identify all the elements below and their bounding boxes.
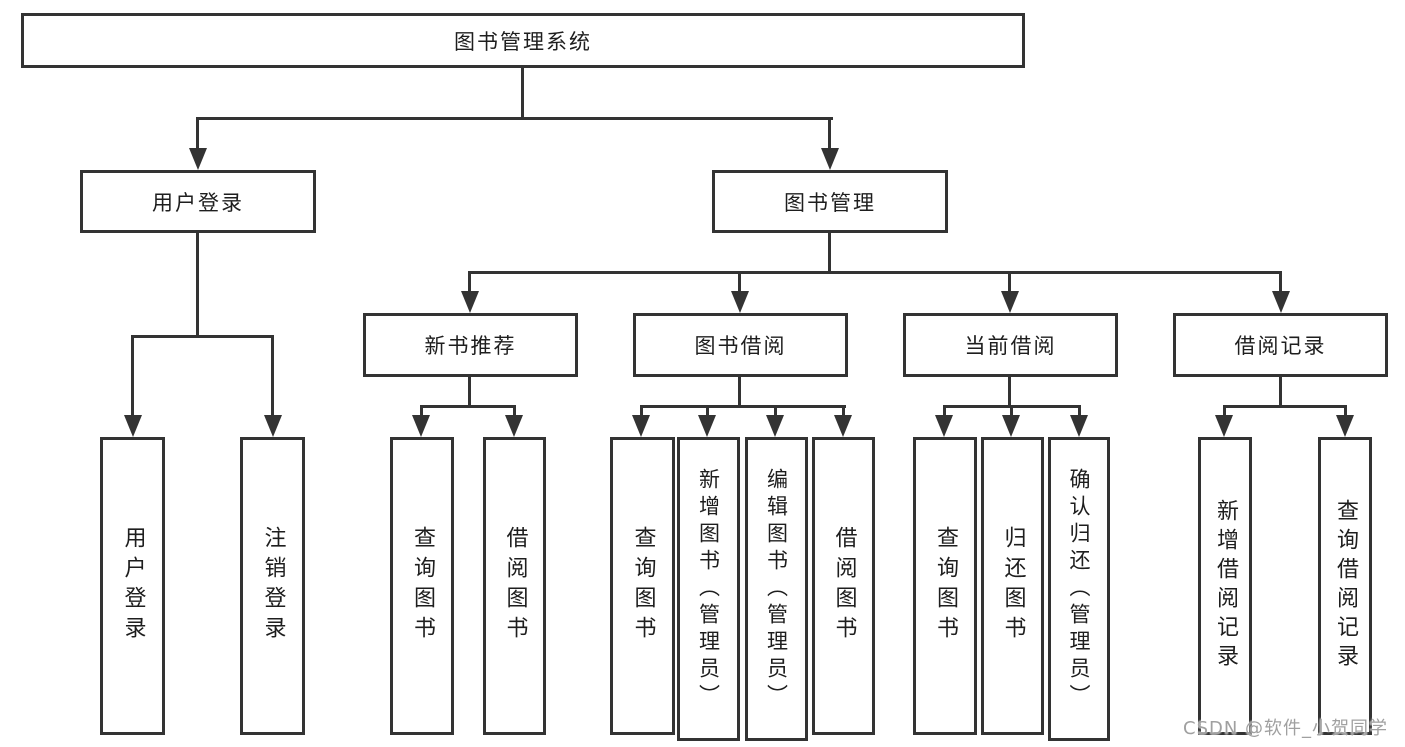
connector-line bbox=[828, 117, 831, 151]
arrow-down-icon bbox=[1215, 415, 1233, 437]
node-library-system: 图书管理系统 bbox=[21, 13, 1025, 68]
arrow-down-icon bbox=[821, 148, 839, 170]
arrow-down-icon bbox=[935, 415, 953, 437]
leaf-query-books-borrow: 查询图书 bbox=[610, 437, 675, 735]
connector-line bbox=[1279, 271, 1282, 293]
connector-line bbox=[271, 335, 274, 417]
leaf-return-books: 归还图书 bbox=[981, 437, 1044, 735]
arrow-down-icon bbox=[264, 415, 282, 437]
arrow-down-icon bbox=[1002, 415, 1020, 437]
connector-line bbox=[1279, 377, 1282, 408]
connector-line bbox=[1344, 405, 1347, 417]
connector-line bbox=[943, 405, 946, 417]
connector-line bbox=[131, 335, 134, 417]
connector-line bbox=[1008, 271, 1011, 293]
connector-line bbox=[420, 405, 516, 408]
leaf-query-books-recommend: 查询图书 bbox=[390, 437, 454, 735]
arrow-down-icon bbox=[1272, 291, 1290, 313]
leaf-borrow-books-recommend: 借阅图书 bbox=[483, 437, 546, 735]
arrow-down-icon bbox=[731, 291, 749, 313]
arrow-down-icon bbox=[1336, 415, 1354, 437]
arrow-down-icon bbox=[1070, 415, 1088, 437]
connector-line bbox=[420, 405, 423, 417]
arrow-down-icon bbox=[766, 415, 784, 437]
connector-line bbox=[1010, 405, 1013, 417]
arrow-down-icon bbox=[461, 291, 479, 313]
connector-line bbox=[468, 271, 1282, 274]
node-new-book-recommend: 新书推荐 bbox=[363, 313, 578, 377]
connector-line bbox=[1078, 405, 1081, 417]
connector-line bbox=[468, 271, 471, 293]
leaf-borrow-books: 借阅图书 bbox=[812, 437, 875, 735]
connector-line bbox=[640, 405, 643, 417]
connector-line bbox=[1223, 405, 1226, 417]
leaf-add-borrow-record: 新增借阅记录 bbox=[1198, 437, 1252, 735]
leaf-confirm-return-admin: 确认归还（管理员） bbox=[1048, 437, 1110, 741]
connector-line bbox=[513, 405, 516, 417]
arrow-down-icon bbox=[632, 415, 650, 437]
arrow-down-icon bbox=[698, 415, 716, 437]
connector-line bbox=[842, 405, 845, 417]
connector-line bbox=[828, 233, 831, 274]
leaf-query-borrow-record: 查询借阅记录 bbox=[1318, 437, 1372, 735]
arrow-down-icon bbox=[189, 148, 207, 170]
node-book-management: 图书管理 bbox=[712, 170, 948, 233]
connector-line bbox=[1223, 405, 1347, 408]
connector-line bbox=[196, 117, 833, 120]
connector-line bbox=[774, 405, 777, 417]
connector-line bbox=[706, 405, 709, 417]
csdn-watermark: CSDN @软件_小贺同学 bbox=[1183, 718, 1389, 739]
connector-line bbox=[196, 233, 199, 337]
connector-line bbox=[738, 377, 741, 408]
arrow-down-icon bbox=[834, 415, 852, 437]
connector-line bbox=[131, 335, 274, 338]
leaf-query-books-current: 查询图书 bbox=[913, 437, 977, 735]
connector-line bbox=[196, 117, 199, 151]
connector-line bbox=[738, 271, 741, 293]
leaf-edit-books-admin: 编辑图书（管理员） bbox=[745, 437, 808, 741]
node-book-borrow: 图书借阅 bbox=[633, 313, 848, 377]
leaf-add-books-admin: 新增图书（管理员） bbox=[677, 437, 740, 741]
arrow-down-icon bbox=[124, 415, 142, 437]
arrow-down-icon bbox=[412, 415, 430, 437]
connector-line bbox=[468, 377, 471, 408]
connector-line bbox=[1008, 377, 1011, 408]
connector-line bbox=[640, 405, 846, 408]
node-user-login: 用户登录 bbox=[80, 170, 316, 233]
arrow-down-icon bbox=[1001, 291, 1019, 313]
leaf-user-login: 用户登录 bbox=[100, 437, 165, 735]
connector-line bbox=[521, 66, 524, 119]
node-borrow-record: 借阅记录 bbox=[1173, 313, 1388, 377]
node-current-borrow: 当前借阅 bbox=[903, 313, 1118, 377]
leaf-logout-login: 注销登录 bbox=[240, 437, 305, 735]
arrow-down-icon bbox=[505, 415, 523, 437]
